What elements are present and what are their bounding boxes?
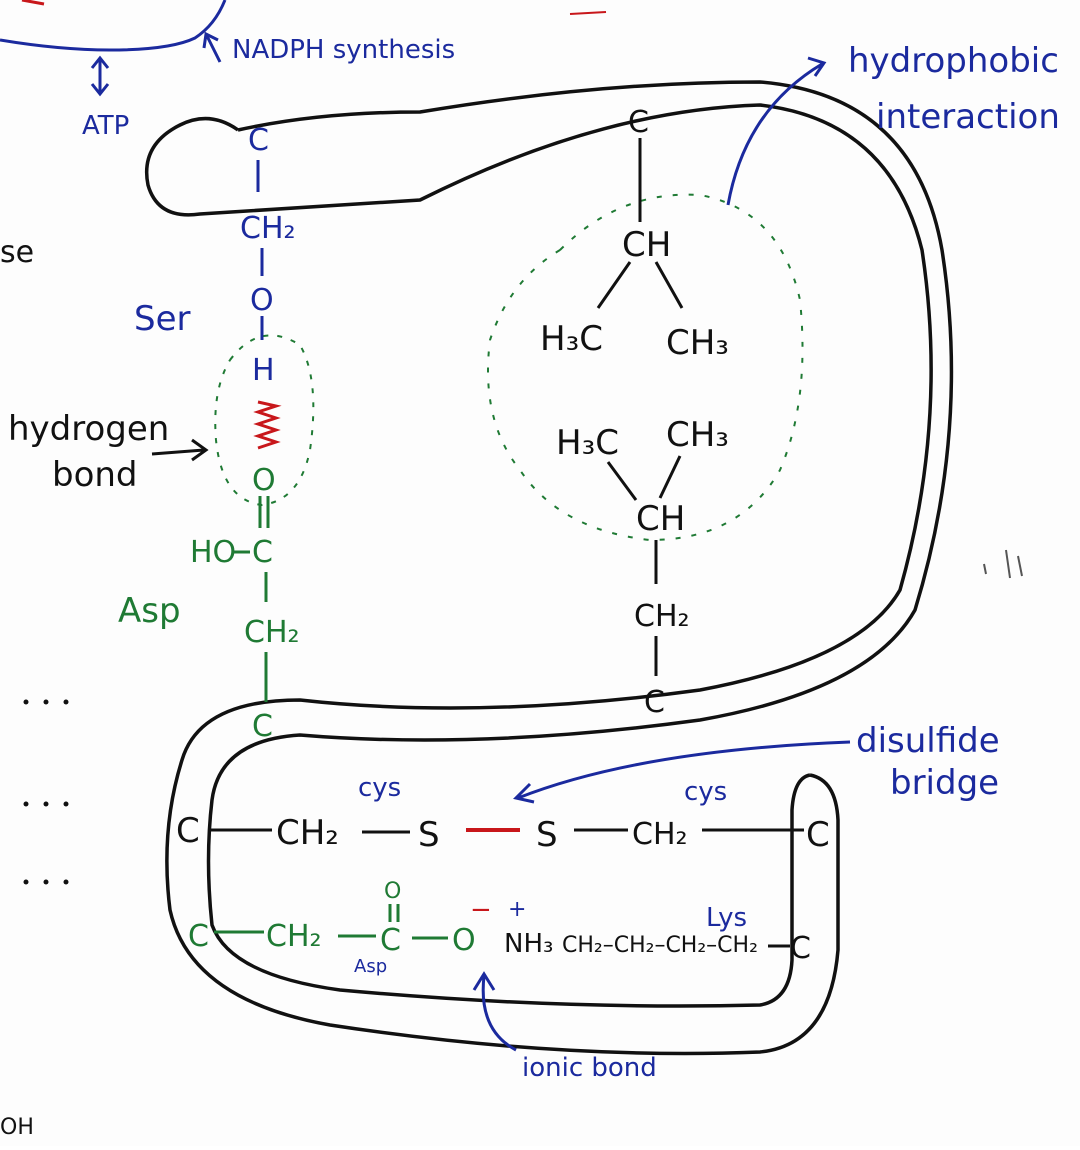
hydrophobic-top-h3c: H₃C: [540, 319, 603, 359]
disulfide-c-left: C: [176, 811, 200, 851]
top-red-dash: [569, 11, 607, 15]
asp-ho: HO: [190, 535, 236, 570]
hydrophobic-label-line1: hydrophobic: [848, 41, 1059, 81]
disulfide-label-line2: bridge: [890, 763, 999, 803]
asp-o: O: [252, 463, 276, 498]
hydrophobic-bottom-h3c: H₃C: [556, 423, 619, 463]
ser-ch2: CH₂: [240, 211, 296, 246]
cys-right-label: cys: [684, 777, 727, 807]
asp-label: Asp: [118, 591, 181, 631]
ionic-carbonyl-double-bond: [388, 904, 400, 922]
left-edge-se: se: [0, 235, 34, 270]
hydrogen-bond-label-line2: bond: [52, 455, 138, 495]
disulfide-c-right: C: [806, 815, 830, 855]
nadph-label: NADPH synthesis: [232, 35, 455, 65]
ionic-plus-sign: +: [508, 897, 526, 922]
backbone-tube-outer: [145, 103, 933, 1056]
cys-left-label: cys: [358, 773, 401, 803]
ionic-lys-chain: CH₂–CH₂–CH₂–CH₂: [562, 933, 758, 958]
ionic-pointer-arrow: [472, 971, 517, 1052]
ionic-o-double: O: [384, 879, 401, 904]
left-edge-oh: OH: [0, 1115, 34, 1140]
hydrophobic-bottom-ch: CH: [636, 499, 685, 539]
ionic-o-minus: O: [452, 923, 476, 958]
hydrophobic-pointer-arrow: [726, 56, 827, 206]
ionic-c-right: C: [790, 931, 811, 966]
asp-small-label: Asp: [354, 956, 387, 977]
hydrophobic-top-ch3: CH₃: [666, 323, 729, 363]
hydrophobic-bottom-c: C: [644, 685, 665, 720]
disulfide-label-line1: disulfide: [856, 721, 1000, 761]
hydrophobic-bottom-branch-bonds: [606, 455, 682, 501]
hydrophobic-bottom-ch2: CH₂: [634, 599, 690, 634]
hydrophobic-top-ch: CH: [622, 225, 671, 265]
ser-label: Ser: [134, 299, 191, 339]
top-red-mark: [21, 0, 45, 6]
asp-ch2: CH₂: [244, 615, 300, 650]
backbone-tube-inner: [206, 80, 954, 1008]
atp-label: ATP: [82, 111, 129, 141]
hydrophobic-top-c: C: [628, 105, 649, 140]
asp-c-bottom: C: [252, 709, 273, 744]
ser-h: H: [252, 353, 275, 388]
hydrophobic-label-line2: interaction: [876, 97, 1060, 137]
nadph-arrow: [202, 31, 222, 63]
ionic-nh3: NH₃: [504, 929, 553, 959]
disulfide-ch2-right: CH₂: [632, 817, 688, 852]
ser-o: O: [250, 283, 274, 318]
disulfide-ch2-left: CH₂: [276, 813, 339, 853]
ionic-bond-label: ionic bond: [522, 1053, 657, 1083]
right-edge-marks: [983, 549, 1023, 579]
ionic-ch2: CH₂: [266, 919, 322, 954]
asp-double-bond: [258, 496, 270, 528]
hydrogen-bond-zone-outline: [214, 334, 315, 507]
ionic-c-mid: C: [380, 923, 401, 958]
disulfide-pointer-arrow: [513, 740, 851, 804]
ionic-minus-sign: −: [470, 895, 492, 925]
hydrogen-bond-label-line1: hydrogen: [8, 409, 169, 449]
hydrophobic-bottom-ch3: CH₃: [666, 415, 729, 455]
atp-double-arrow: [90, 55, 110, 97]
disulfide-s-right: S: [536, 815, 558, 855]
hydrogen-bond-pointer-arrow: [151, 438, 209, 462]
lys-label: Lys: [706, 903, 747, 933]
disulfide-s-left: S: [418, 815, 440, 855]
asp-c: C: [252, 535, 273, 570]
left-edge-ellipses: [23, 699, 69, 885]
hydrogen-bond-red-zigzag: [253, 400, 282, 450]
ionic-c-left: C: [188, 919, 209, 954]
hydrophobic-top-branch-bonds: [596, 261, 684, 309]
blue-membrane-line: [0, 0, 227, 52]
ser-c: C: [248, 123, 269, 158]
